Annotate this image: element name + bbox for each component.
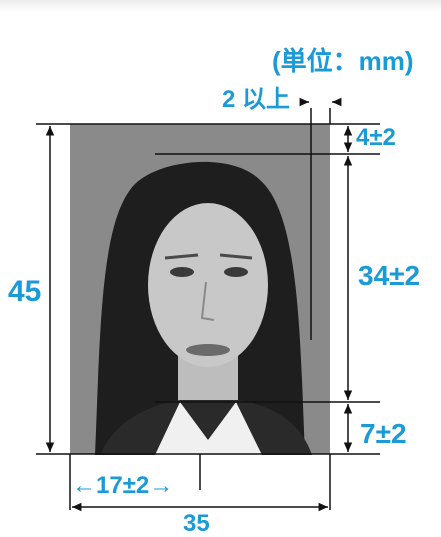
top-bar [0,0,441,12]
unit-label: (単位：mm) [272,46,414,76]
top-margin-label: 4±2 [356,124,396,151]
total-height-label: 45 [8,275,42,308]
min-gap-label: 2 以上 [222,86,291,113]
center-offset-label: ←17±2→ [72,472,174,499]
passport-photo [70,124,330,456]
dimension-arrows [45,97,353,512]
bottom-margin-label: 7±2 [360,418,407,449]
total-width-label: 35 [183,510,210,537]
face-height-label: 34±2 [358,260,421,291]
reference-lines [36,108,380,510]
